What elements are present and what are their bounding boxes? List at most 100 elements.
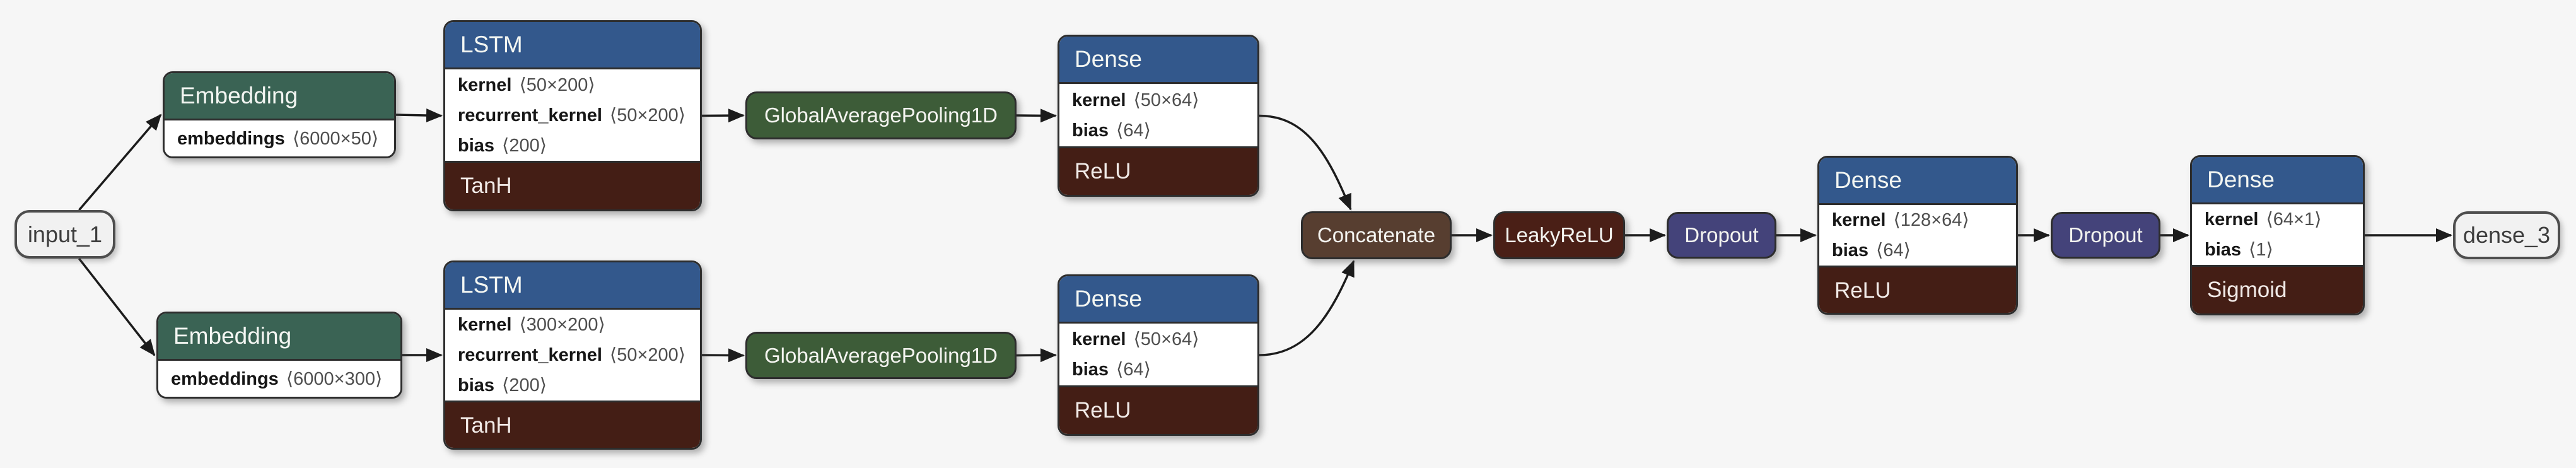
layer-node-embedding_top[interactable]: Embedding embeddings⟨6000×50⟩: [163, 71, 396, 158]
param-dims: ⟨50×200⟩: [609, 345, 686, 365]
activation-label: ReLU: [1834, 278, 1891, 303]
layer-node-dense_right[interactable]: Dense kernel ⟨64×1⟩ bias⟨1⟩Sigmoid: [2190, 155, 2365, 315]
op-node-dropout_1[interactable]: Dropout: [1667, 212, 1776, 259]
edge-lstm_top-gap_top: [701, 108, 745, 123]
layer-title-embedding_top: Embedding: [165, 73, 394, 120]
param-name: kernel: [1832, 210, 1886, 230]
layer-title-text-dense_bottom: Dense: [1075, 286, 1142, 312]
layer-node-dense_mid[interactable]: Dense kernel ⟨128×64⟩ bias ⟨64⟩ ReLU: [1817, 156, 2018, 315]
op-label-concatenate: Concatenate: [1317, 223, 1436, 247]
param-row: recurrent_kernel ⟨50×200⟩: [458, 100, 687, 131]
param-name: bias: [1832, 240, 1869, 260]
activation-label: TanH: [460, 413, 512, 438]
param-row: kernel⟨50×200⟩: [458, 70, 687, 100]
param-dims: ⟨64×1⟩: [2266, 209, 2322, 230]
param-dims: ⟨200⟩: [502, 135, 547, 156]
op-node-concatenate[interactable]: Concatenate: [1301, 211, 1452, 259]
param-row: kernel ⟨50×64⟩: [1072, 324, 1245, 354]
param-row: kernel ⟨128×64⟩: [1832, 205, 2003, 235]
layer-title-text-embedding_bottom: Embedding: [173, 323, 292, 349]
param-row: bias⟨1⟩: [2205, 235, 2350, 265]
layer-title-embedding_bottom: Embedding: [158, 313, 400, 361]
param-name: kernel: [2205, 209, 2259, 230]
layer-params-dense_right: kernel ⟨64×1⟩ bias⟨1⟩: [2192, 204, 2363, 265]
layer-node-dense_top[interactable]: Dense kernel⟨50×64⟩bias⟨64⟩ ReLU: [1058, 35, 1259, 197]
param-name: embeddings: [177, 128, 285, 149]
layer-activation-lstm_bottom: TanH: [445, 401, 700, 448]
op-node-gap_bottom[interactable]: GlobalAveragePooling1D: [745, 332, 1017, 379]
io-node-dense_3[interactable]: dense_3: [2453, 211, 2560, 259]
layer-title-dense_bottom: Dense: [1059, 276, 1257, 324]
op-label-dropout_1: Dropout: [1684, 223, 1759, 247]
param-name: kernel: [1072, 90, 1126, 110]
op-node-dropout_2[interactable]: Dropout: [2051, 212, 2160, 259]
param-name: bias: [1072, 360, 1109, 380]
edge-dense_top-concatenate: [1259, 114, 1352, 211]
layer-title-text-dense_right: Dense: [2207, 167, 2275, 192]
edge-input_1-embedding_top: [78, 114, 162, 211]
param-row: bias⟨64⟩: [1072, 115, 1245, 146]
layer-title-dense_mid: Dense: [1819, 158, 2016, 205]
param-row: kernel ⟨64×1⟩: [2205, 204, 2350, 235]
param-row: embeddings ⟨6000×300⟩: [171, 364, 388, 394]
activation-label: ReLU: [1075, 159, 1131, 184]
layer-title-text-lstm_top: LSTM: [460, 32, 523, 57]
param-name: bias: [458, 375, 495, 395]
param-name: embeddings: [171, 368, 279, 389]
layer-activation-lstm_top: TanH: [445, 161, 700, 209]
param-name: bias: [2205, 240, 2242, 260]
layer-title-lstm_top: LSTM: [445, 22, 700, 69]
layer-activation-dense_right: Sigmoid: [2192, 265, 2363, 313]
layer-node-dense_bottom[interactable]: Dense kernel ⟨50×64⟩ bias⟨64⟩ ReLU: [1058, 274, 1259, 436]
param-name: kernel: [458, 315, 512, 335]
layer-params-dense_mid: kernel ⟨128×64⟩ bias ⟨64⟩: [1819, 205, 2016, 266]
op-label-dropout_2: Dropout: [2068, 223, 2143, 247]
param-dims: ⟨64⟩: [1876, 240, 1911, 260]
op-label-gap_top: GlobalAveragePooling1D: [764, 103, 998, 127]
edge-gap_bottom-dense_bottom: [1016, 348, 1057, 363]
io-label-dense_3: dense_3: [2462, 222, 2551, 248]
param-row: kernel ⟨300×200⟩: [458, 310, 687, 340]
layer-title-text-embedding_top: Embedding: [180, 83, 298, 108]
param-dims: ⟨300×200⟩: [519, 315, 605, 335]
op-node-gap_top[interactable]: GlobalAveragePooling1D: [745, 91, 1017, 139]
edge-embedding_top-lstm_top: [395, 108, 443, 122]
param-name: kernel: [1072, 329, 1126, 349]
op-label-leakyrelu: LeakyReLU: [1505, 223, 1614, 247]
layer-title-text-dense_mid: Dense: [1834, 167, 1902, 193]
param-row: kernel⟨50×64⟩: [1072, 85, 1245, 115]
param-name: kernel: [458, 74, 512, 95]
layer-activation-dense_mid: ReLU: [1819, 266, 2016, 313]
edge-lstm_bottom-gap_bottom: [701, 348, 745, 363]
activation-label: TanH: [460, 173, 512, 198]
op-node-leakyrelu[interactable]: LeakyReLU: [1493, 211, 1625, 259]
param-dims: ⟨128×64⟩: [1893, 210, 1969, 230]
layer-params-embedding_bottom: embeddings ⟨6000×300⟩: [158, 361, 400, 397]
param-dims: ⟨6000×300⟩: [286, 368, 383, 389]
param-dims: ⟨64⟩: [1116, 120, 1151, 141]
layer-params-dense_top: kernel⟨50×64⟩bias⟨64⟩: [1059, 84, 1257, 146]
edge-dense_bottom-concatenate: [1259, 260, 1355, 356]
param-row: bias⟨64⟩: [1072, 354, 1245, 385]
layer-node-embedding_bottom[interactable]: Embedding embeddings ⟨6000×300⟩: [156, 312, 402, 399]
activation-label: ReLU: [1075, 398, 1131, 423]
param-row: embeddings⟨6000×50⟩: [177, 124, 382, 154]
edge-input_1-embedding_bottom: [78, 257, 156, 356]
layer-params-embedding_top: embeddings⟨6000×50⟩: [165, 120, 394, 156]
param-row: recurrent_kernel⟨50×200⟩: [458, 340, 687, 370]
param-row: bias⟨200⟩: [458, 370, 687, 401]
param-name: bias: [458, 135, 495, 156]
layer-node-lstm_top[interactable]: LSTM kernel⟨50×200⟩ recurrent_kernel ⟨50×20…: [443, 20, 702, 211]
param-dims: ⟨50×64⟩: [1133, 329, 1199, 349]
param-row: bias ⟨200⟩: [458, 131, 687, 161]
param-name: recurrent_kernel: [458, 105, 602, 126]
layer-params-lstm_top: kernel⟨50×200⟩ recurrent_kernel ⟨50×200⟩ bi…: [445, 69, 700, 161]
layer-title-text-dense_top: Dense: [1075, 46, 1142, 72]
param-dims: ⟨50×200⟩: [609, 105, 686, 126]
layer-params-lstm_bottom: kernel⟨300×200⟩recurrent_kernel⟨50×200⟩b…: [445, 310, 700, 401]
edge-gap_top-dense_top: [1016, 108, 1057, 123]
io-node-input_1[interactable]: input_1: [15, 210, 115, 259]
